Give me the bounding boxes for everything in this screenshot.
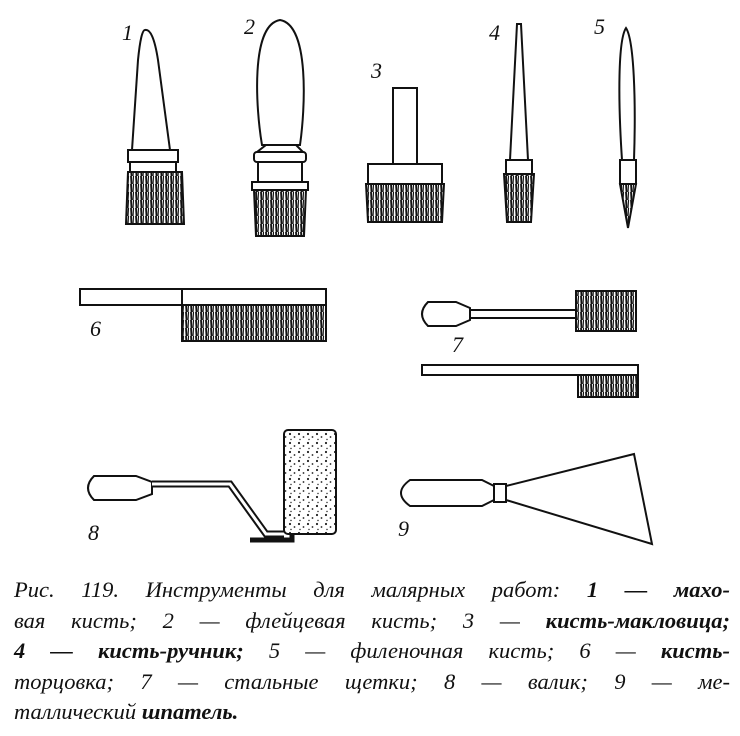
brush-4-hand xyxy=(502,23,536,223)
caption-line: торцовка; 7 — стальные щетки; 8 — валик;… xyxy=(14,667,730,698)
spatula-9 xyxy=(400,452,654,546)
caption-segment: Рис. 119. Инструменты для малярных работ… xyxy=(14,577,587,602)
brush-6-stippling xyxy=(79,288,327,342)
caption-bold-segment: 4 — кисть-ручник; xyxy=(14,638,269,663)
caption-segment: вая кисть; 2 — флейцевая кисть; 3 — xyxy=(14,607,546,633)
label-1: 1 xyxy=(122,20,133,45)
figure-caption: Рис. 119. Инструменты для малярных работ… xyxy=(14,575,730,728)
label-3: 3 xyxy=(370,58,382,83)
caption-line: вая кисть; 2 — флейцевая кисть; 3 — кист… xyxy=(14,606,730,637)
caption-segment: таллический xyxy=(14,699,142,724)
label-6: 6 xyxy=(90,316,101,341)
label-8: 8 xyxy=(88,520,99,545)
brush-1-flat xyxy=(124,28,186,225)
label-5: 5 xyxy=(594,14,605,39)
brush-7-steel-flat xyxy=(421,364,639,398)
roller-8 xyxy=(87,429,337,543)
caption-segment: торцовка; 7 — стальные щетки; 8 — валик;… xyxy=(14,668,730,694)
caption-bold-segment: 1 — махо- xyxy=(586,577,730,602)
label-4: 4 xyxy=(489,20,500,45)
tools-illustration: 1 2 3 4 5 6 7 8 9 xyxy=(79,14,654,546)
caption-line: таллический шпатель. xyxy=(14,697,730,728)
caption-bold-segment: шпатель. xyxy=(141,699,239,724)
label-9: 9 xyxy=(398,516,409,541)
caption-bold-segment: кисть- xyxy=(660,638,730,663)
caption-line: 4 — кисть-ручник; 5 — филеночная кисть; … xyxy=(14,636,730,667)
caption-line: Рис. 119. Инструменты для малярных работ… xyxy=(14,575,730,606)
label-7: 7 xyxy=(452,332,464,357)
brush-3-block xyxy=(364,87,446,223)
label-2: 2 xyxy=(244,14,255,39)
brush-5-fine xyxy=(618,26,638,229)
caption-bold-segment: кисть-макловица; xyxy=(545,607,730,633)
brush-7-steel-round xyxy=(421,290,637,332)
caption-segment: 5 — филеночная кисть; 6 — xyxy=(268,638,661,663)
brush-2-round xyxy=(251,18,309,237)
